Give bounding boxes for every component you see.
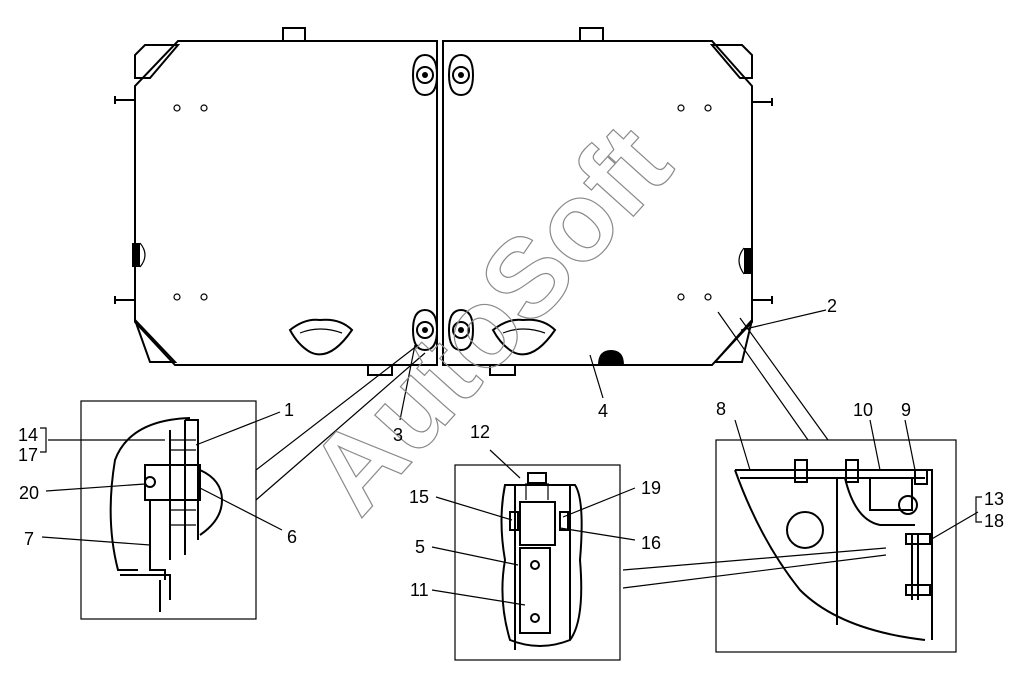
callout-8: 8 [716,399,726,419]
watermark-text: AutoSoft [285,101,694,536]
callout-5: 5 [415,537,425,557]
callout-15: 15 [409,487,429,507]
callout-4: 4 [598,401,608,421]
callout-20: 20 [19,483,39,503]
callout-18: 18 [984,511,1004,531]
callout-14: 14 [18,425,38,445]
callout-16: 16 [641,533,661,553]
detail-left [80,400,257,620]
callout-13: 13 [984,489,1004,509]
callout-6: 6 [287,527,297,547]
callout-7: 7 [24,529,34,549]
right-panel [442,27,773,376]
callout-labels: 1 2 3 4 5 6 7 8 9 10 11 12 13 14 15 16 1… [18,296,1004,600]
hinge-bottom-left [411,308,439,352]
hinge-top-right [447,53,475,97]
hinge-top-left [411,53,439,97]
left-panel [114,27,439,376]
leader-lines [40,309,982,606]
callout-17: 17 [18,445,38,465]
callout-2: 2 [827,296,837,316]
callout-11: 11 [410,580,429,600]
callout-9: 9 [901,400,911,420]
hinge-bottom-right [447,308,475,352]
callout-3: 3 [393,425,403,445]
detail-right [715,439,957,653]
callout-19: 19 [641,478,661,498]
callout-10: 10 [853,400,873,420]
callout-12: 12 [470,422,490,442]
detail-middle [454,464,621,661]
callout-1: 1 [284,400,294,420]
